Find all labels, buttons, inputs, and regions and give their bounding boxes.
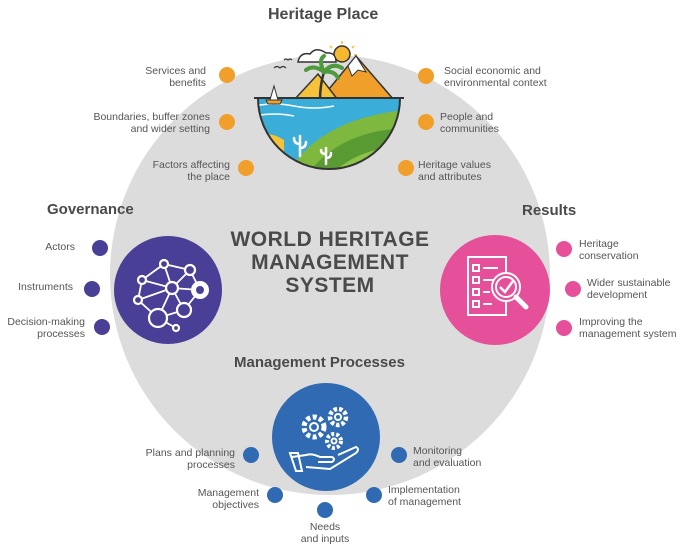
governance-dot: [92, 240, 108, 256]
governance-dot: [94, 319, 110, 335]
heritage-dot: [398, 160, 414, 176]
results-dot: [556, 320, 572, 336]
management-processes-title: Management Processes: [234, 354, 405, 371]
management-dot: [317, 502, 333, 518]
heritage-dot: [219, 114, 235, 130]
network-nodes-icon: [132, 258, 209, 333]
results-circle: [440, 235, 550, 345]
heritage-dot: [418, 68, 434, 84]
management-dot: [267, 487, 283, 503]
results-dot: [565, 281, 581, 297]
management-dot: [366, 487, 382, 503]
governance-title: Governance: [47, 201, 134, 218]
results-dot: [556, 241, 572, 257]
label-actors: Actors: [45, 241, 75, 253]
management-circle: [272, 383, 380, 491]
system-title: WORLD HERITAGE MANAGEMENT SYSTEM: [230, 228, 430, 297]
heritage-place-title: Heritage Place: [268, 6, 379, 23]
checklist-magnifier-icon: [467, 256, 529, 316]
management-dot: [243, 447, 259, 463]
governance-dot: [84, 281, 100, 297]
heritage-dot: [418, 114, 434, 130]
governance-circle: [114, 236, 222, 344]
management-dot: [391, 447, 407, 463]
landscape-illustration-icon: [254, 40, 404, 180]
results-title: Results: [522, 202, 577, 219]
heritage-dot: [219, 67, 235, 83]
heritage-dot: [238, 160, 254, 176]
label-instruments: Instruments: [18, 281, 73, 293]
gears-hand-icon: [288, 406, 359, 472]
